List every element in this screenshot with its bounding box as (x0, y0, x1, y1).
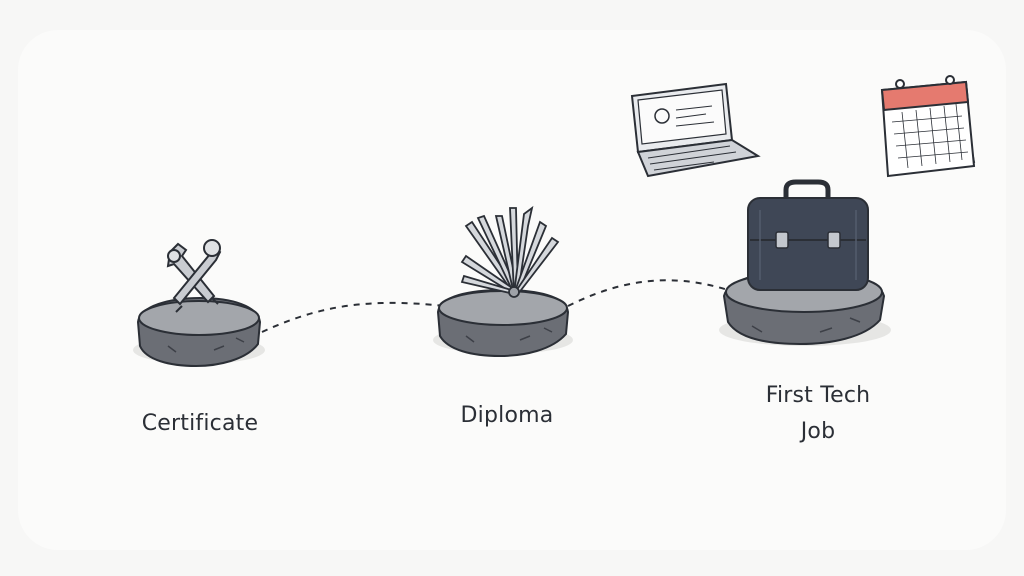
dashed-path-2 (567, 279, 729, 307)
label-certificate: Certificate (141, 411, 259, 436)
laptop-icon (630, 82, 761, 178)
label-first-tech-job-line2: Job (800, 419, 836, 444)
wrench-icon (166, 239, 222, 313)
label-first-tech-job: First Tech Job (728, 378, 908, 450)
label-diploma: Diploma (460, 403, 554, 428)
tool-fan-icon (460, 205, 560, 298)
briefcase-icon (747, 179, 869, 291)
label-first-tech-job-line1: First Tech (765, 383, 871, 408)
dashed-path-1 (261, 301, 446, 333)
calendar-icon (880, 75, 976, 178)
stepping-stone-certificate (133, 296, 265, 368)
stepping-stone-diploma (433, 288, 573, 358)
